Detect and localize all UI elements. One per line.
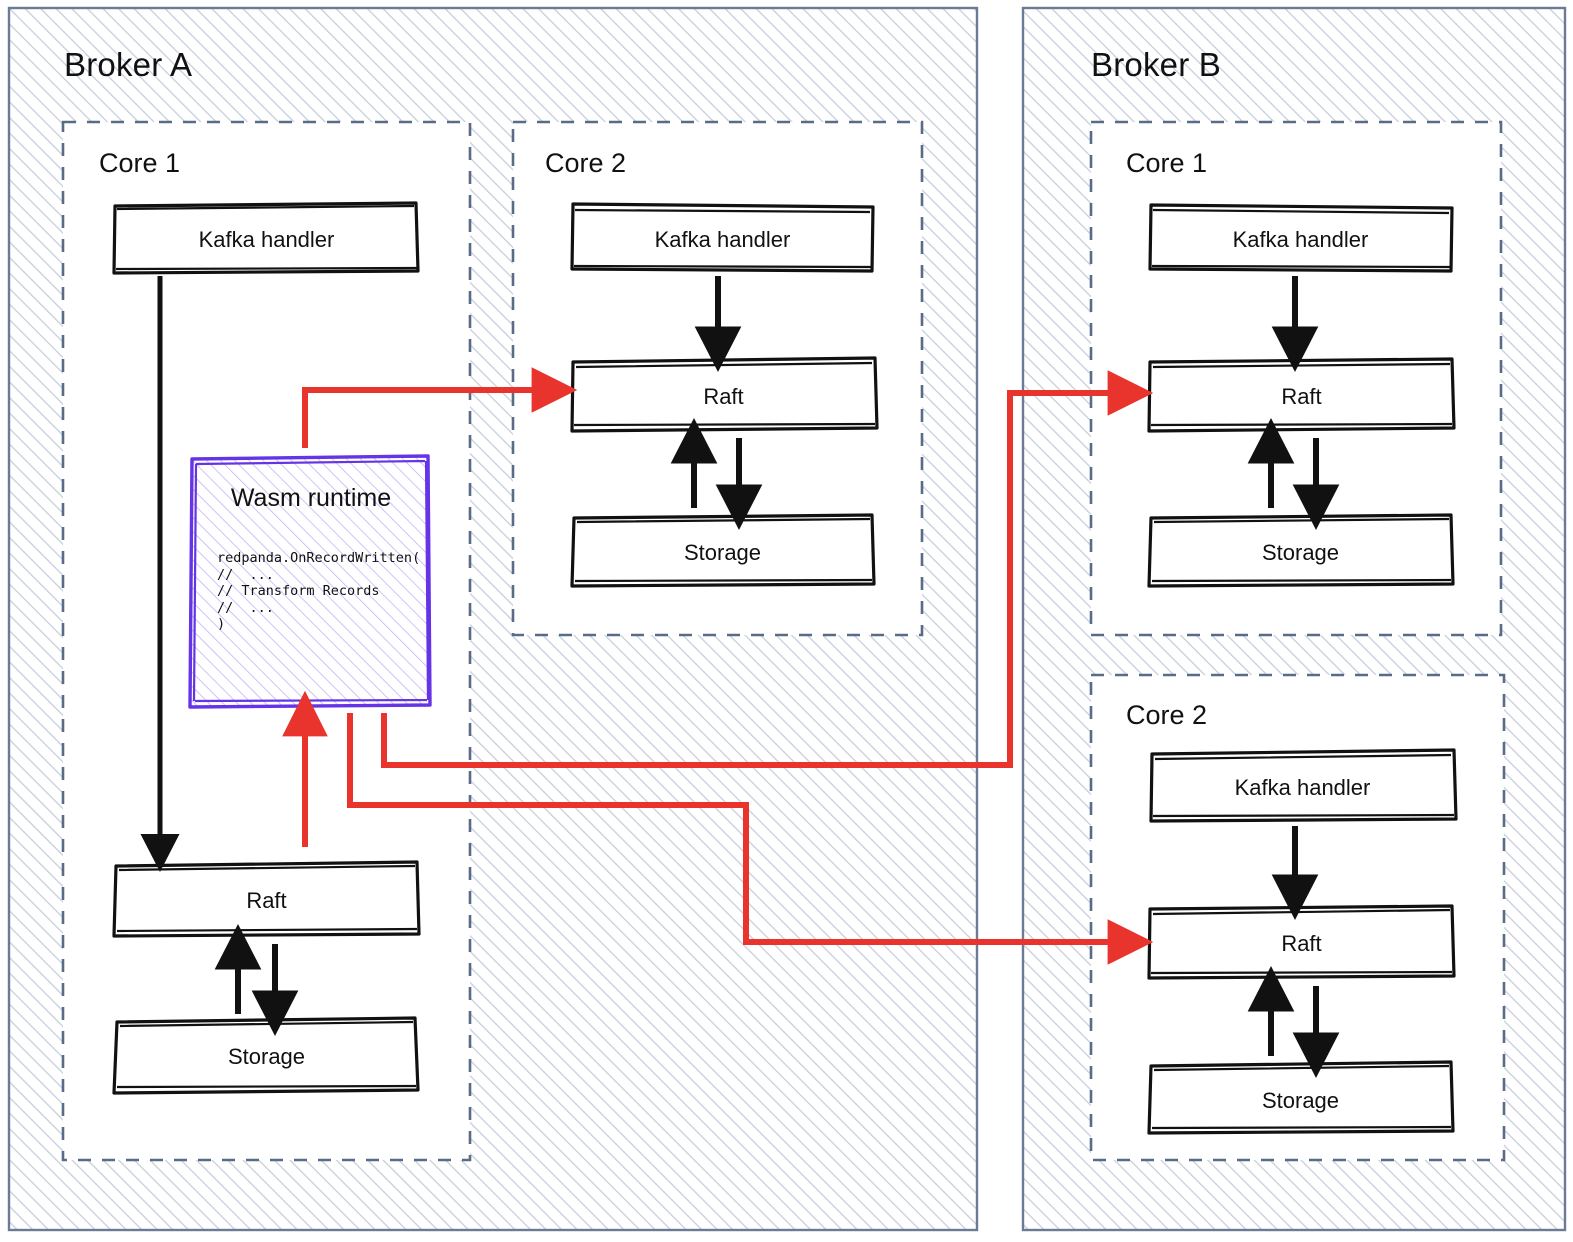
- broker-b-core-1-title: Core 1: [1126, 148, 1208, 178]
- broker-a-core-2-storage-label: Storage: [683, 540, 762, 565]
- broker-a-core-1-raft-label: Raft: [246, 888, 287, 913]
- broker-a-core-2-title: Core 2: [545, 148, 627, 178]
- wasm-runtime-title: Wasm runtime: [230, 484, 392, 512]
- broker-a-core-1-storage-box: [112, 1016, 420, 1095]
- broker-b-core-1-kafka-handler-label: Kafka handler: [1232, 227, 1369, 252]
- broker-a-core-2-kafka-handler-label: Kafka handler: [654, 227, 791, 252]
- broker-a-title: Broker A: [64, 46, 193, 83]
- broker-b-core-2-storage-label: Storage: [1261, 1088, 1340, 1113]
- arrow-wasm-to-broker-a-core-2-raft: [302, 367, 578, 448]
- broker-b-core-1-storage-label: Storage: [1261, 540, 1340, 565]
- broker-a-core-1-storage-label: Storage: [227, 1044, 306, 1069]
- arrow-wasm-to-broker-b-core-2-raft: [347, 713, 1154, 965]
- broker-b-core-2-raft-label: Raft: [1281, 931, 1322, 956]
- broker-b-core-2-kafka-handler-label: Kafka handler: [1234, 775, 1371, 800]
- broker-b-core-1-raft-label: Raft: [1281, 384, 1322, 409]
- broker-a-core-2-kafka-handler-box: [570, 202, 875, 273]
- broker-a-core-1-kafka-handler-box: [112, 201, 420, 275]
- broker-a-core-1-title: Core 1: [99, 148, 181, 178]
- arrow-wasm-to-broker-b-core-1-raft: [381, 370, 1154, 768]
- broker-a-core-2-raft-box: [570, 356, 879, 433]
- broker-a-core-2-raft-label: Raft: [703, 384, 744, 409]
- broker-b-title: Broker B: [1091, 46, 1221, 83]
- broker-b-core-2-storage-box: [1147, 1060, 1455, 1135]
- broker-a-core-1-kafka-handler-label: Kafka handler: [198, 227, 335, 252]
- broker-b-core-1-storage-box: [1147, 513, 1455, 588]
- broker-b-core-2-title: Core 2: [1126, 700, 1208, 730]
- broker-a-core-1-raft-box: [112, 860, 421, 938]
- wasm-runtime-code: redpanda.OnRecordWritten( // ... // Tran…: [217, 550, 421, 632]
- broker-b-core-1-kafka-handler-box: [1148, 203, 1454, 273]
- broker-b-core-2-kafka-handler-box: [1149, 748, 1458, 823]
